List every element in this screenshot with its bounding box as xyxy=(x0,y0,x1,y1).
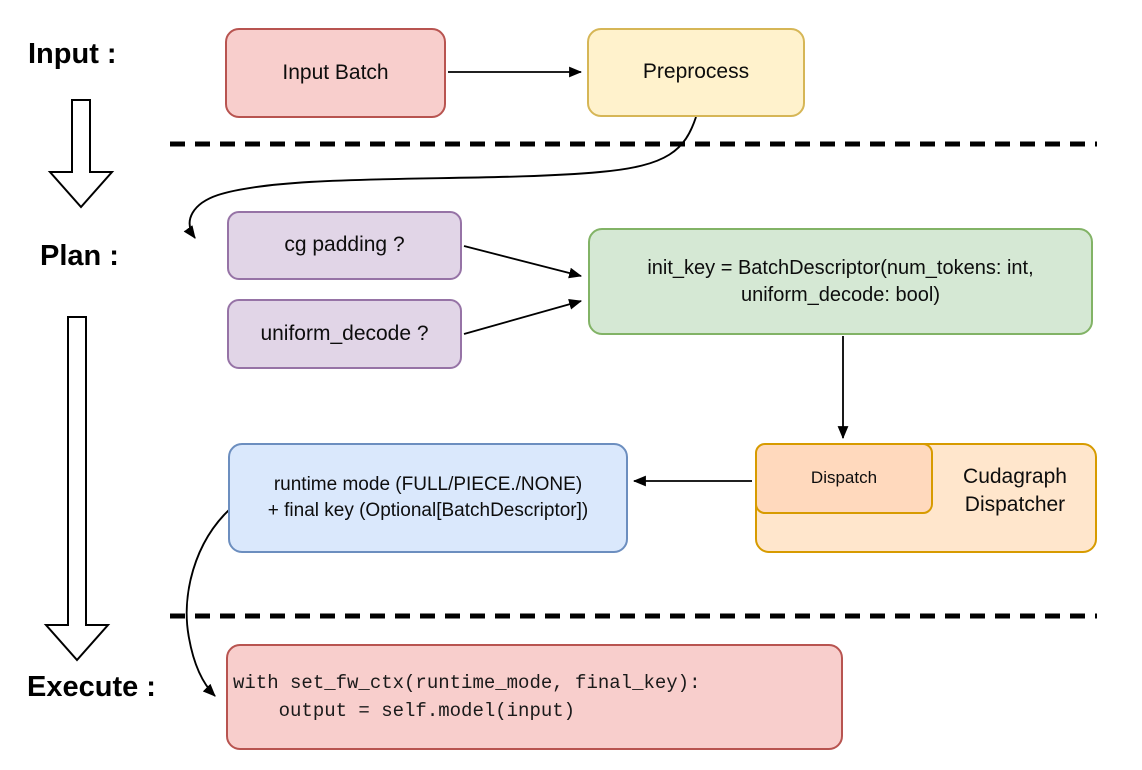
stage-label-plan: Plan : xyxy=(40,240,119,272)
node-runtime-mode: runtime mode (FULL/PIECE./NONE) + final … xyxy=(228,443,628,553)
arrow-cgpadding-to-initkey xyxy=(463,245,583,279)
stage-label-execute: Execute : xyxy=(27,671,156,703)
node-cg-padding: cg padding ? xyxy=(227,211,462,280)
node-uniform-decode-label: uniform_decode ? xyxy=(260,321,429,345)
arrow-uniformdecode-to-initkey xyxy=(463,299,583,335)
node-dispatch-label: Dispatch xyxy=(810,468,878,488)
node-init-key-line2: uniform_decode: bool) xyxy=(740,283,940,306)
plan-to-execute-arrow xyxy=(43,316,111,662)
stage-label-input: Input : xyxy=(28,38,117,70)
node-execute-code-text: with set_fw_ctx(runtime_mode, final_key)… xyxy=(233,671,701,723)
node-init-key: init_key = BatchDescriptor(num_tokens: i… xyxy=(588,228,1093,335)
node-execute-code: with set_fw_ctx(runtime_mode, final_key)… xyxy=(226,644,843,750)
node-runtime-mode-line1: runtime mode (FULL/PIECE./NONE) xyxy=(273,474,583,496)
node-preprocess: Preprocess xyxy=(587,28,805,117)
node-init-key-line1: init_key = BatchDescriptor(num_tokens: i… xyxy=(647,256,1034,279)
input-to-plan-arrow xyxy=(47,99,115,209)
arrow-runtimemode-to-code xyxy=(185,507,232,697)
arrow-preprocess-to-cgpadding xyxy=(183,116,697,239)
node-input-batch-label: Input Batch xyxy=(282,60,389,84)
node-runtime-mode-line2: + final key (Optional[BatchDescriptor]) xyxy=(267,500,589,521)
node-cg-padding-label: cg padding ? xyxy=(284,233,405,257)
node-preprocess-label: Preprocess xyxy=(642,60,750,84)
node-dispatch: Dispatch xyxy=(755,443,933,514)
node-input-batch: Input Batch xyxy=(225,28,446,118)
node-uniform-decode: uniform_decode ? xyxy=(227,299,462,369)
node-cudagraph-dispatcher-label: Cudagraph Dispatcher xyxy=(963,464,1067,516)
